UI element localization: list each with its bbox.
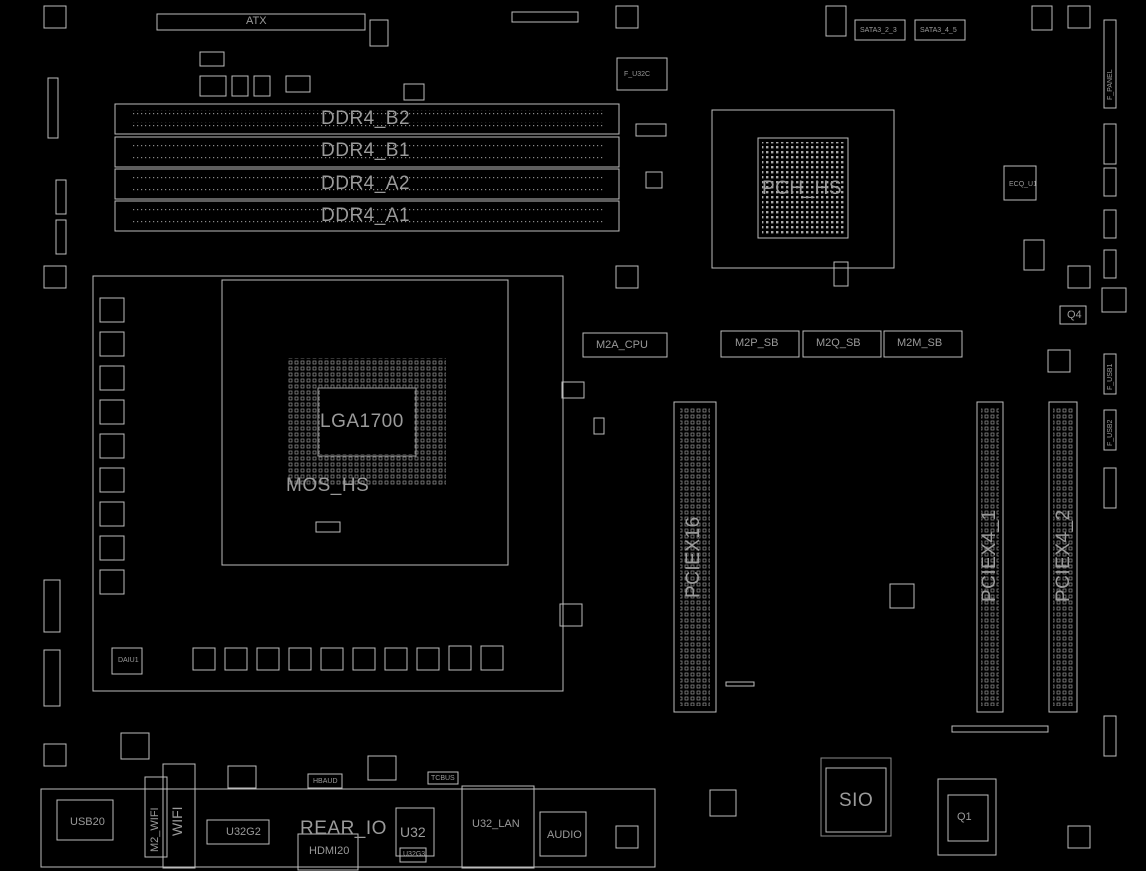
pch-heatsink-label: PCH_HS xyxy=(762,178,843,199)
rear-io-label: REAR_IO xyxy=(300,818,387,839)
dimm-a2-label: DDR4_A2 xyxy=(321,173,411,194)
m2q-sb-label: M2Q_SB xyxy=(816,337,861,349)
u32g2-label: U32G2 xyxy=(226,826,261,838)
pciex4-1-label: PCIEX4_1 xyxy=(979,509,1000,602)
cpu-socket-label: LGA1700 xyxy=(320,411,404,432)
q4-label: Q4 xyxy=(1067,309,1082,321)
m2a-cpu-label: M2A_CPU xyxy=(596,339,648,351)
audio-label: AUDIO xyxy=(547,829,582,841)
f-u32c-label: F_U32C xyxy=(624,71,651,78)
wifi-label: WIFI xyxy=(169,806,185,836)
usb20-label: USB20 xyxy=(70,816,105,828)
vrm-heatsink-label: MOS_HS xyxy=(286,475,370,496)
hdmi20-label: HDMI20 xyxy=(309,845,350,857)
q1-label: Q1 xyxy=(957,811,972,823)
sata-a-label: SATA3_2_3 xyxy=(860,27,897,34)
f-usb1-label: F_USB1 xyxy=(1107,363,1114,390)
f-usb2-label: F_USB2 xyxy=(1107,419,1114,446)
atx-connector-label: ATX xyxy=(246,15,267,27)
hbaud-label: HBAUD xyxy=(313,778,338,785)
pciex4-2-label: PCIEX4_2 xyxy=(1053,509,1074,602)
dimm-b2-label: DDR4_B2 xyxy=(321,108,411,129)
u32-lan-label: U32_LAN xyxy=(472,818,520,830)
ecq-u1-label: ECQ_U1 xyxy=(1009,181,1038,188)
m2m-sb-label: M2M_SB xyxy=(897,337,943,349)
tcbus-label: TCBUS xyxy=(431,775,455,782)
sio-label: SIO xyxy=(839,790,874,811)
daiu1-label: DAIU1 xyxy=(118,657,139,664)
pciex16-label: PCIEX16 xyxy=(683,516,704,598)
u32-label: U32 xyxy=(400,824,426,840)
f-panel-label: F_PANEL xyxy=(1107,69,1114,100)
m2-wifi-label: M2_WIFI xyxy=(149,807,161,852)
sata-b-label: SATA3_4_5 xyxy=(920,27,957,34)
u32g3-label: U32G3 xyxy=(403,851,426,858)
dimm-b1-label: DDR4_B1 xyxy=(321,140,411,161)
m2p-sb-label: M2P_SB xyxy=(735,337,779,349)
dimm-a1-label: DDR4_A1 xyxy=(321,205,411,226)
